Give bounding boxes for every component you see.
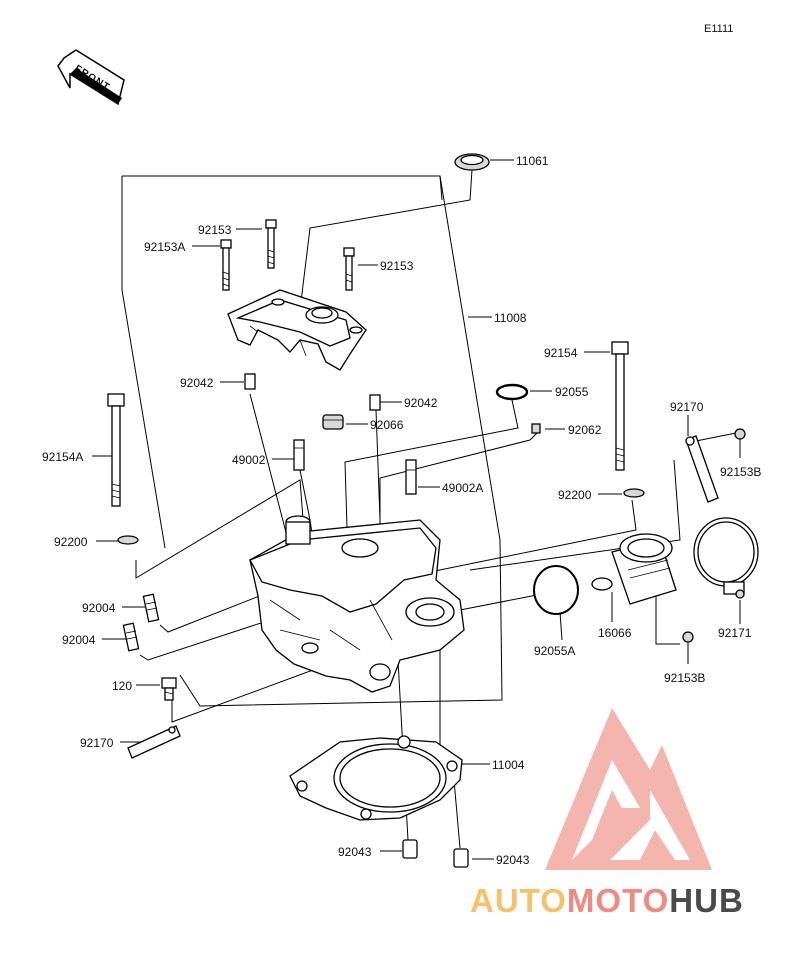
watermark-logo-icon [545,708,712,870]
label-49002: 49002 [232,453,266,467]
diagram-code: E1111 [704,23,733,35]
label-92042-b: 92042 [404,396,438,410]
label-92042-a: 92042 [180,376,214,390]
watermark-text: AUTOMOTOHUB [470,882,744,919]
dowel-92042-right [369,394,381,411]
part-16066-intake-holder [591,533,677,605]
watermark-hub: HUB [669,882,744,919]
bolt-92153B-bottom [682,631,694,643]
label-11004: 11004 [492,758,525,772]
part-49002A-guide [405,459,417,495]
part-11004-gasket [289,735,463,821]
label-49002A: 49002A [442,481,483,495]
bolt-92153B-top [734,428,746,440]
label-92200-right: 92200 [558,488,592,502]
label-11008: 11008 [494,311,527,325]
bolt-92153-right [343,247,355,291]
label-92153A: 92153A [144,240,185,254]
label-92055A: 92055A [534,644,575,658]
label-92171: 92171 [718,626,752,640]
label-16066: 16066 [598,626,632,640]
leader-lines [92,159,741,860]
part-92170-strap-bottom [127,725,181,759]
label-11061: 11061 [516,154,549,168]
bolt-92153-top [265,219,277,269]
label-92004-b: 92004 [62,633,96,647]
watermark-moto: MOTO [567,882,669,919]
label-92062: 92062 [568,423,602,437]
label-92004-a: 92004 [82,601,116,615]
stud-92004-upper [142,593,160,623]
label-92043-a: 92043 [338,845,372,859]
bolt-92154A [107,393,125,507]
part-92171-clamp [693,517,759,599]
oring-92055 [495,383,529,401]
front-arrow-icon: FRONT [57,49,125,106]
part-92066-plug [322,414,344,430]
callout-labels: 11061 11008 92153 92153A 92153 92154 920… [42,154,761,867]
oring-92055A [533,565,579,615]
dowel-92043-left [402,839,418,859]
part-92170-strap-top [685,435,719,503]
label-92170-bottom: 92170 [80,736,114,750]
label-92153B-bottom: 92153B [664,671,705,685]
label-92055: 92055 [555,385,589,399]
bolt-92154 [611,341,629,471]
label-92066: 92066 [370,418,404,432]
dowel-92043-right [453,848,469,868]
washer-92200-left [117,535,139,545]
label-92200-left: 92200 [54,535,88,549]
part-49002-guide [293,439,305,471]
label-120: 120 [112,679,132,693]
label-92154A: 92154A [42,450,83,464]
part-92062 [531,423,541,434]
washer-92200-right [623,488,645,498]
label-92153B-top: 92153B [720,465,761,479]
label-92153-a: 92153 [198,223,232,237]
label-92153-b: 92153 [380,259,414,273]
dowel-92042-left [244,373,256,390]
part-cylinder-head [249,515,465,693]
stud-92004-lower [122,622,140,652]
part-11008-camshaft-holder [227,289,367,371]
watermark-auto: AUTO [470,882,567,919]
label-92154: 92154 [544,346,578,360]
bolt-120 [161,677,177,701]
bolt-92153A [220,239,232,291]
label-92170-top: 92170 [670,400,704,414]
part-11061-seal [454,153,490,171]
label-92043-b: 92043 [496,853,530,867]
